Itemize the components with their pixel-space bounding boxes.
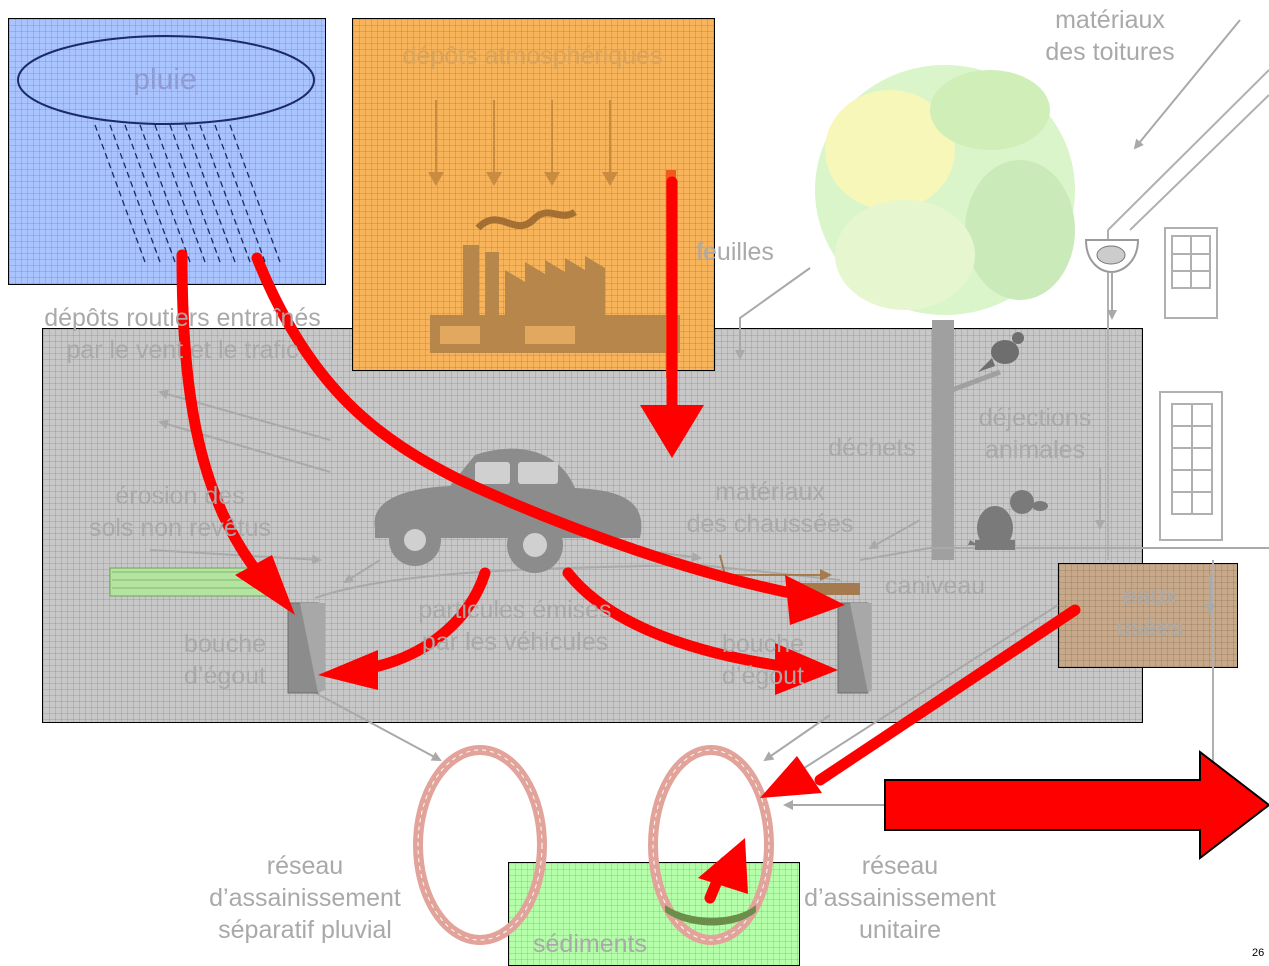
- dog-icon: [968, 490, 1048, 550]
- bird-icon: [978, 332, 1024, 372]
- house-icon: [1107, 69, 1269, 775]
- sewer-pipe-icon: [413, 745, 774, 945]
- car-icon: [374, 448, 642, 573]
- tree-icon: [815, 65, 1075, 560]
- deposit-arrows: [435, 100, 611, 180]
- gutter-icon: [1084, 239, 1140, 320]
- sewer-inlet-right: [837, 602, 872, 694]
- label-dechets: déchets: [828, 434, 916, 462]
- label-feuilles: feuilles: [696, 238, 774, 266]
- sewer-inlet-left: [287, 602, 325, 694]
- label-depots-atmospheriques: dépôts atmosphériques: [402, 42, 663, 70]
- wastewater-box: [1058, 563, 1238, 668]
- rain-cloud-icon: [17, 35, 315, 263]
- label-caniveau: caniveau: [884, 572, 986, 600]
- label-sediments: sédiments: [533, 930, 647, 958]
- factory-icon: [430, 208, 680, 353]
- outflow-arrow: [884, 749, 1269, 861]
- page-number: 26: [1252, 947, 1265, 959]
- label-pluie: pluie: [133, 63, 197, 96]
